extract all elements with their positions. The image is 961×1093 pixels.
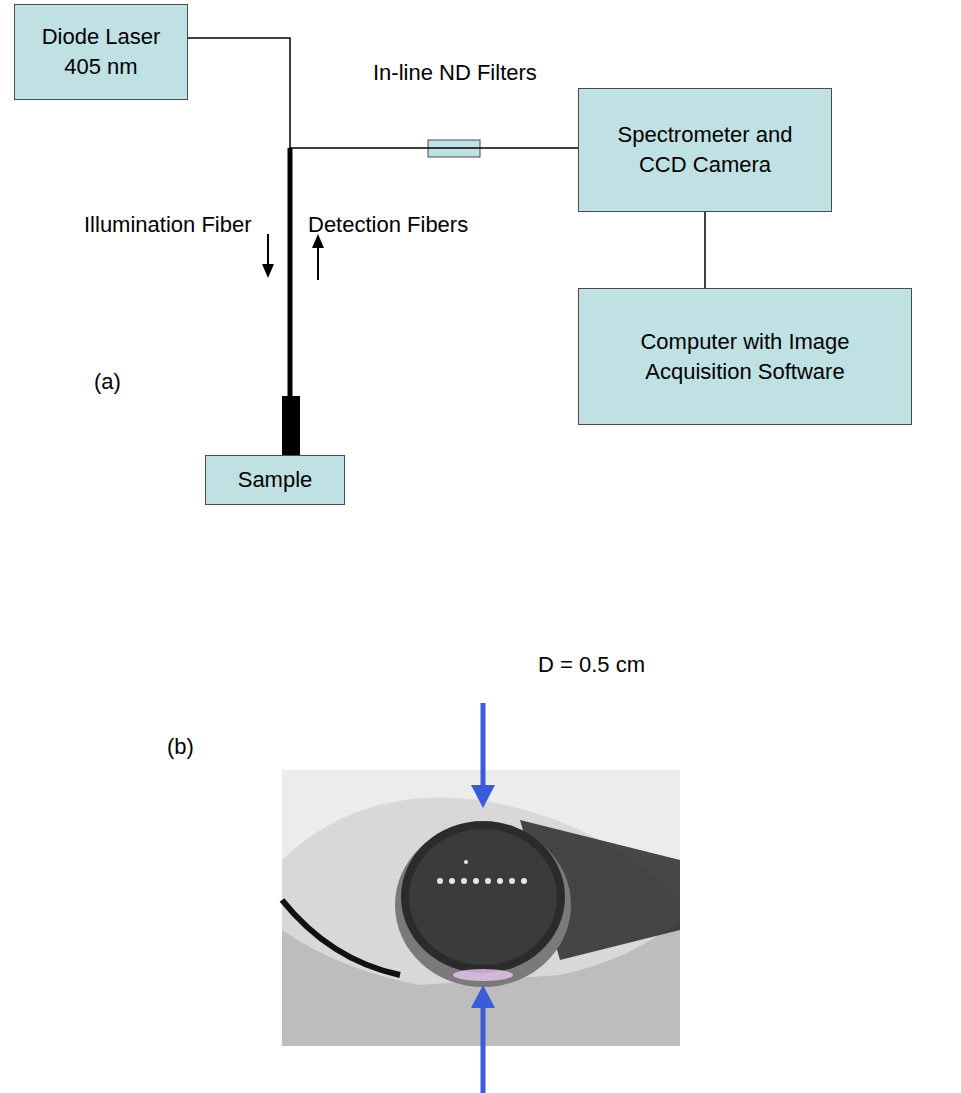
box-label: Computer with Image Acquisition Software: [614, 327, 876, 386]
process-box: Spectrometer and CCD Camera: [578, 88, 832, 212]
box-label: Diode Laser 405 nm: [37, 22, 165, 81]
dimension-arrows: [471, 703, 495, 1093]
box-label: Sample: [238, 465, 313, 495]
direction-arrows: [262, 234, 324, 280]
probe-photo: [282, 770, 680, 1046]
part-label: Illumination Fiber: [84, 210, 252, 240]
panel-label: (a): [94, 367, 121, 397]
part-label: Detection Fibers: [308, 210, 468, 240]
part-label: In-line ND Filters: [373, 58, 537, 88]
process-box: Diode Laser 405 nm: [14, 4, 188, 100]
fiber-connector: [188, 38, 290, 455]
fiber-connector: [290, 148, 578, 455]
process-box: Computer with Image Acquisition Software: [578, 288, 912, 425]
probe-tip: [282, 396, 300, 455]
dimension-label: D = 0.5 cm: [538, 650, 645, 680]
process-box: Sample: [205, 455, 345, 505]
box-label: Spectrometer and CCD Camera: [604, 120, 806, 179]
fiber-connector: [705, 212, 706, 288]
panel-label: (b): [167, 732, 194, 762]
